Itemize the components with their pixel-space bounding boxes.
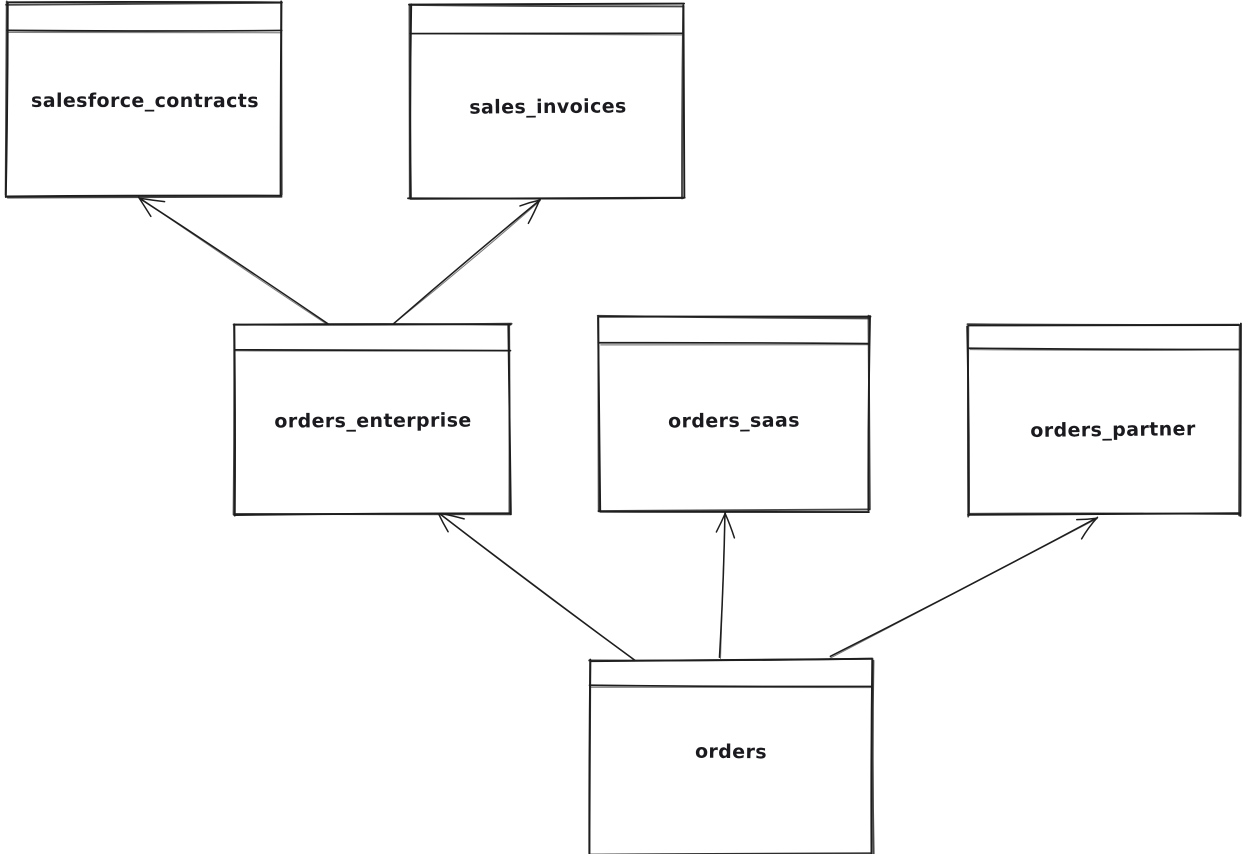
edge-arrowhead xyxy=(138,197,166,203)
node-header-divider xyxy=(410,33,683,36)
node-fill xyxy=(599,317,869,511)
node-body-edge xyxy=(588,657,874,662)
node-body-edge xyxy=(409,196,686,200)
node-fill xyxy=(410,5,683,198)
node-fill xyxy=(7,3,282,196)
edge-arrowhead xyxy=(724,513,736,539)
node-body-edge xyxy=(280,0,283,196)
node-body-edge xyxy=(5,1,283,6)
node-header-divider xyxy=(6,29,283,32)
node-body-edge xyxy=(966,323,1240,326)
edge-shaft xyxy=(139,197,335,330)
node-fill xyxy=(234,325,510,514)
node-fill xyxy=(590,660,872,854)
edge-arrowhead xyxy=(1080,516,1099,540)
node-body-edge xyxy=(4,0,8,196)
node-label-orders_partner: orders_partner xyxy=(1030,418,1196,442)
node-sales_invoices[interactable] xyxy=(407,2,686,200)
node-orders_enterprise[interactable] xyxy=(232,322,513,517)
node-label-orders_saas: orders_saas xyxy=(668,409,800,433)
node-body-edge xyxy=(870,658,874,854)
edge-shaft xyxy=(829,517,1097,658)
node-label-salesforce_contracts: salesforce_contracts xyxy=(31,89,259,113)
edge-arrowhead xyxy=(137,196,152,218)
node-orders[interactable] xyxy=(588,657,875,854)
node-body-edge xyxy=(6,194,283,198)
node-body-edge xyxy=(596,314,870,320)
edge-shaft xyxy=(438,512,638,663)
node-orders_saas[interactable] xyxy=(596,314,872,514)
node-label-orders: orders xyxy=(694,740,768,764)
node-body-edge xyxy=(408,3,685,8)
node-body-edge xyxy=(232,322,513,326)
edge-orders_enterprise-to-salesforce_contracts[interactable] xyxy=(137,196,335,330)
node-header-divider xyxy=(588,684,873,688)
node-body-edge xyxy=(588,659,592,854)
node-header-divider xyxy=(969,348,1240,351)
node-body-edge xyxy=(232,323,236,516)
node-label-sales_invoices: sales_invoices xyxy=(469,95,627,119)
node-body-edge xyxy=(597,508,871,513)
node-body-edge xyxy=(6,195,283,199)
node-orders_partner[interactable] xyxy=(966,322,1242,518)
edge-shaft xyxy=(389,199,541,327)
edge-shaft xyxy=(390,200,541,327)
edge-arrowhead xyxy=(527,198,541,225)
node-body-edge xyxy=(867,314,871,511)
node-body-edge xyxy=(1238,324,1241,517)
node-header-divider xyxy=(597,341,870,345)
node-fill xyxy=(969,325,1240,515)
node-body-edge xyxy=(681,4,685,200)
edge-shaft xyxy=(720,512,726,659)
node-body-edge xyxy=(871,659,875,854)
edge-orders-to-orders_enterprise[interactable] xyxy=(437,511,638,663)
edge-orders-to-orders_saas[interactable] xyxy=(715,511,736,659)
edge-arrowhead xyxy=(519,199,541,207)
node-label-orders_enterprise: orders_enterprise xyxy=(274,409,472,433)
edge-arrowhead xyxy=(1076,517,1098,521)
edge-arrowhead xyxy=(715,511,727,533)
node-salesforce_contracts[interactable] xyxy=(4,0,283,199)
edge-shaft xyxy=(829,518,1098,659)
edge-orders_enterprise-to-sales_invoices[interactable] xyxy=(389,198,541,327)
edge-orders-to-orders_partner[interactable] xyxy=(829,516,1099,659)
nodes-layer xyxy=(4,0,1242,854)
